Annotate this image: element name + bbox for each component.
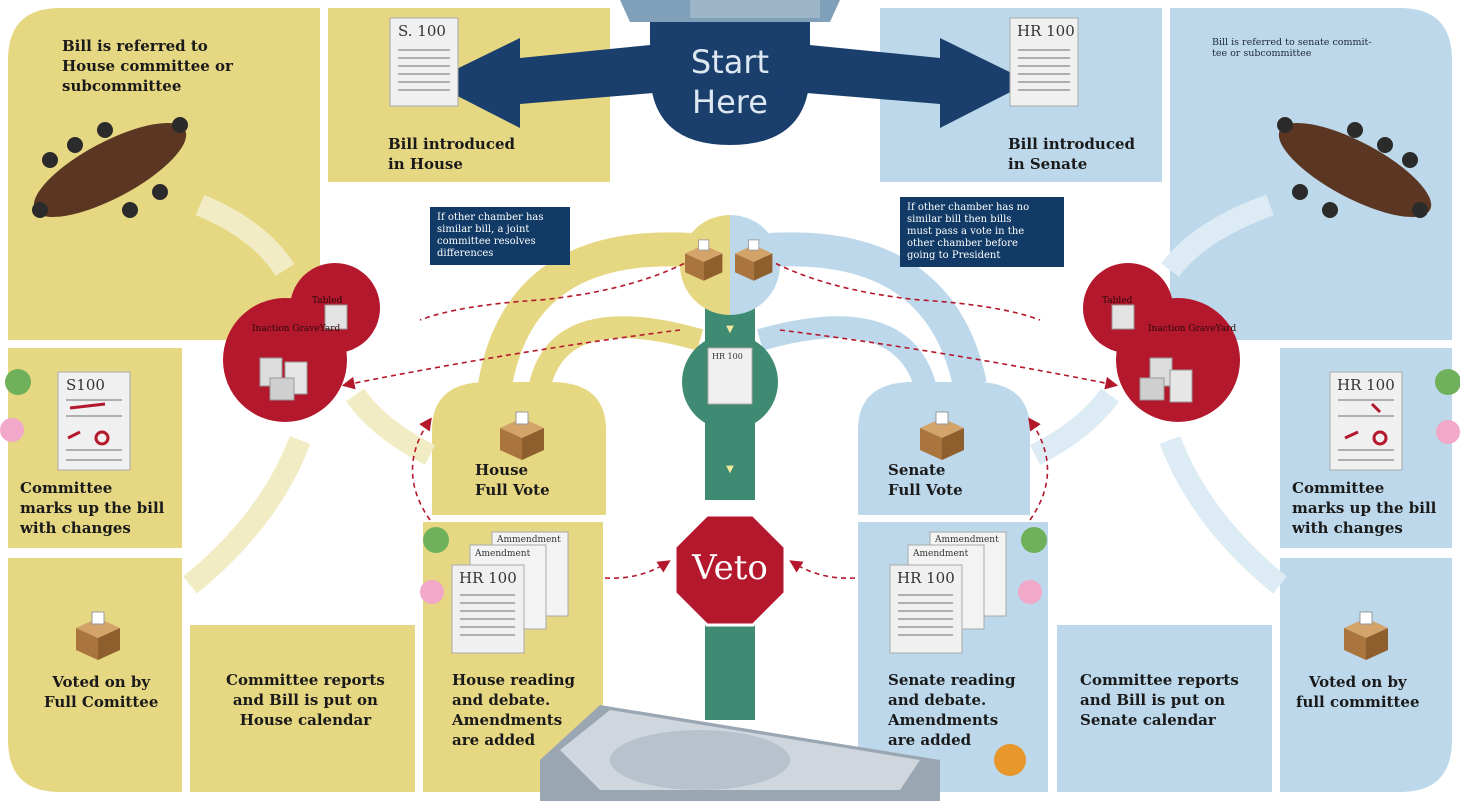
veto-sign (673, 513, 787, 627)
house-amendment-label: Amendment (475, 549, 531, 559)
senate-bill-doc-label: HR 100 (1017, 22, 1075, 40)
senate-reports-label: Committee reports and Bill is put on Sen… (1080, 671, 1239, 729)
senate-voted-label: Voted on by full committee (1296, 673, 1420, 711)
senate-graveyard (1083, 263, 1240, 422)
senate-introduced-label: Bill introduced in Senate (1008, 135, 1135, 173)
senate-referred-label: Bill is referred to senate commit- tee o… (1212, 37, 1372, 59)
dashed-flows (341, 254, 1119, 579)
house-markup-label: Committee marks up the bill with changes (20, 479, 165, 537)
house-voted-label: Voted on by Full Comittee (44, 673, 159, 711)
callout-joint-committee: If other chamber has similar bill, a joi… (430, 207, 570, 265)
house-reports-label: Committee reports and Bill is put on Hou… (226, 671, 385, 729)
house-bill-doc-label: S. 100 (398, 22, 446, 40)
senate-amendment-label: Amendment (913, 549, 969, 559)
house-ammendment-label: Ammendment (497, 535, 561, 545)
capitol-building-bottom (540, 705, 940, 801)
senate-reading-label: Senate reading and debate. Amendments ar… (888, 671, 1016, 749)
center-column: ▼ ▼ (680, 215, 780, 720)
senate-ammendment-label: Ammendment (935, 535, 999, 545)
veto-label: Veto (692, 548, 768, 588)
house-full-vote-label: House Full Vote (475, 461, 550, 499)
start-here-blob (430, 0, 1030, 145)
token-icons (0, 369, 1460, 776)
house-graveyard-label: Inaction GraveYard (252, 324, 341, 334)
committee-tables (32, 117, 1432, 218)
start-here-label: Start Here (690, 43, 770, 121)
house-referred-label: Bill is referred to House committee or s… (62, 37, 233, 95)
svg-text:▼: ▼ (726, 464, 734, 475)
house-introduced-label: Bill introduced in House (388, 135, 515, 173)
house-tabled-label: Tabled (312, 296, 343, 306)
svg-text:▼: ▼ (726, 324, 734, 335)
senate-graveyard-label: Inaction GraveYard (1148, 324, 1237, 334)
senate-tabled-label: Tabled (1102, 296, 1133, 306)
documents (57, 17, 1403, 654)
senate-markup-label: Committee marks up the bill with changes (1292, 479, 1437, 537)
center-doc-label: HR 100 (712, 352, 743, 361)
senate-full-vote-label: Senate Full Vote (888, 461, 963, 499)
house-markup-doc-label: S100 (66, 376, 105, 394)
house-reading-doc-label: HR 100 (459, 569, 517, 587)
callout-other-chamber: If other chamber has no similar bill the… (900, 197, 1064, 267)
house-graveyard (223, 263, 380, 422)
ballot-boxes (76, 239, 1388, 660)
house-reading-label: House reading and debate. Amendments are… (452, 671, 576, 749)
senate-markup-doc-label: HR 100 (1337, 376, 1395, 394)
senate-reading-doc-label: HR 100 (897, 569, 955, 587)
